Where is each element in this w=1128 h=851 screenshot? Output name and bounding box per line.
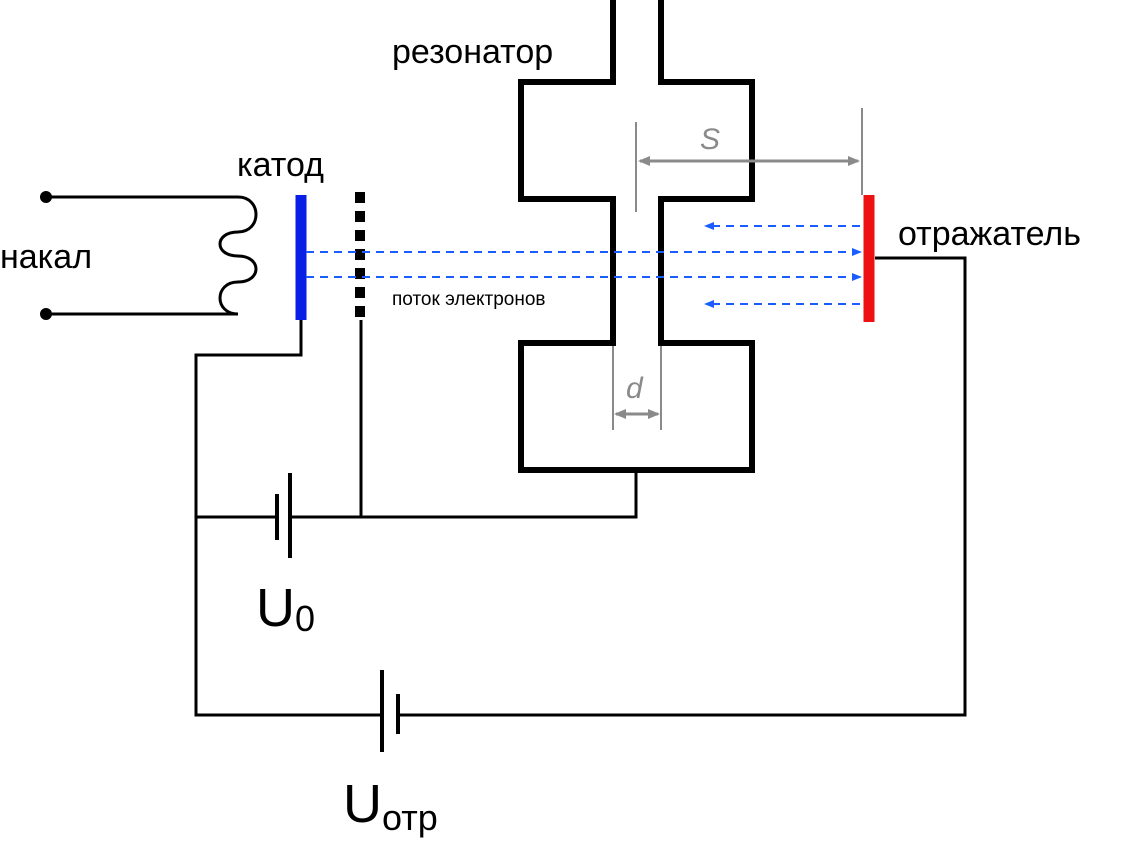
electron-beam xyxy=(306,222,862,308)
resonator-label: резонатор xyxy=(392,33,553,71)
battery-u0 xyxy=(275,473,292,558)
distance-s-label: S xyxy=(700,123,720,156)
battery-uotr xyxy=(380,670,400,752)
dimension-s xyxy=(635,108,863,212)
heater-terminal-top xyxy=(40,191,52,203)
cathode-label: катод xyxy=(237,146,324,184)
circuit-wires xyxy=(194,256,967,717)
voltage-u0-label: U0 xyxy=(256,578,315,639)
heater-terminal-bottom xyxy=(40,308,52,320)
gap-d-label: d xyxy=(626,372,644,405)
voltage-uotr-label: Uотр xyxy=(343,774,438,838)
heater-label: накал xyxy=(0,238,92,276)
heater-coil xyxy=(46,195,258,316)
electron-flow-label: поток электронов xyxy=(392,289,546,310)
resonator-wire xyxy=(361,470,638,519)
voltage-uotr-subscript: отр xyxy=(382,797,438,838)
dimension-d xyxy=(612,346,662,430)
voltage-u0-subscript: 0 xyxy=(295,598,315,639)
voltage-u0-main: U xyxy=(256,578,295,638)
voltage-uotr-main: U xyxy=(343,774,382,834)
reflector-label: отражатель xyxy=(898,215,1081,253)
